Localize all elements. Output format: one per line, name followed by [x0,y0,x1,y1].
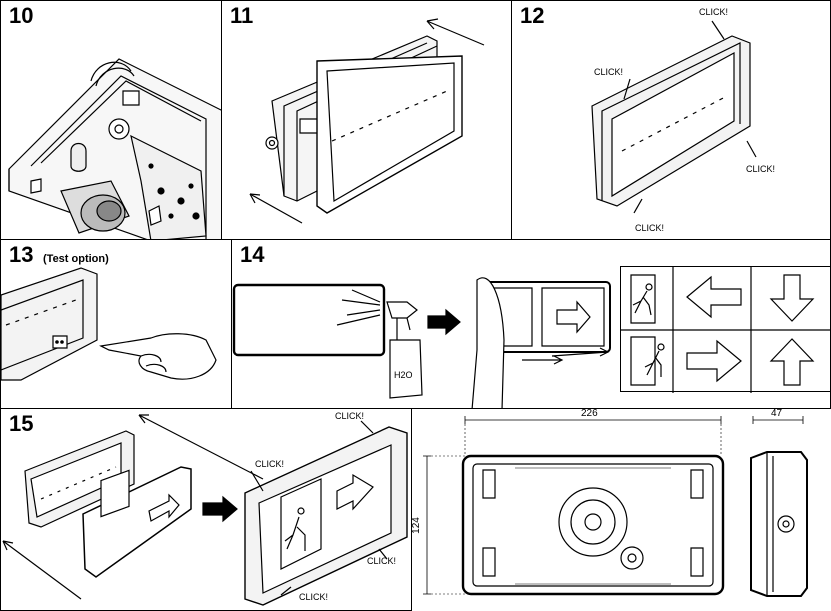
click-label: CLICK! [367,556,397,566]
arrow-line [427,21,484,45]
arrow-down-icon [771,275,813,321]
width-dimension: 226 [581,408,598,419]
step-number: 10 [9,3,34,28]
height-dimension: 124 [410,517,422,534]
click-label: CLICK! [635,223,665,233]
step-15-panel: 15 CLICK! CLICK! CLICK! CLICK! [0,408,412,611]
running-man-right-icon [631,337,664,385]
click-label: CLICK! [746,164,776,174]
pictogram-grid [620,266,830,392]
step-subtitle: (Test option) [43,253,109,265]
depth-dimension: 47 [771,408,783,419]
water-label: H2O [394,370,413,380]
step-number: 12 [520,3,545,28]
step-10-panel: 10 [0,0,222,240]
arrow-up-icon [771,339,813,385]
step-14-panel: 14 H2O [231,239,831,409]
step-number: 13 [9,242,34,267]
step-number: 14 [240,242,265,267]
pictogram-install-illustration [1,409,412,611]
frame-click-illustration [512,1,831,240]
arrow-left-icon [687,277,741,317]
click-label: CLICK! [699,7,729,17]
click-label: CLICK! [594,67,624,77]
arrow-right-icon [687,341,741,381]
click-label: CLICK! [335,411,365,421]
running-man-left-icon [631,275,655,323]
step-12-panel: 12 CLICK! CLICK! CLICK! CLICK! [511,0,831,240]
step-13-panel: 13 (Test option) [0,239,232,409]
cleaning-illustration: H2O [232,240,831,408]
step-number: 15 [9,411,34,436]
dimension-drawing: 226 124 47 [411,408,831,611]
step-11-panel: 11 [221,0,512,240]
frame-removal-illustration [222,1,512,240]
click-label: CLICK! [255,459,285,469]
step-number: 11 [230,3,254,28]
test-button-illustration [1,240,232,409]
open-housing-illustration [1,1,221,239]
click-label: CLICK! [299,592,329,602]
